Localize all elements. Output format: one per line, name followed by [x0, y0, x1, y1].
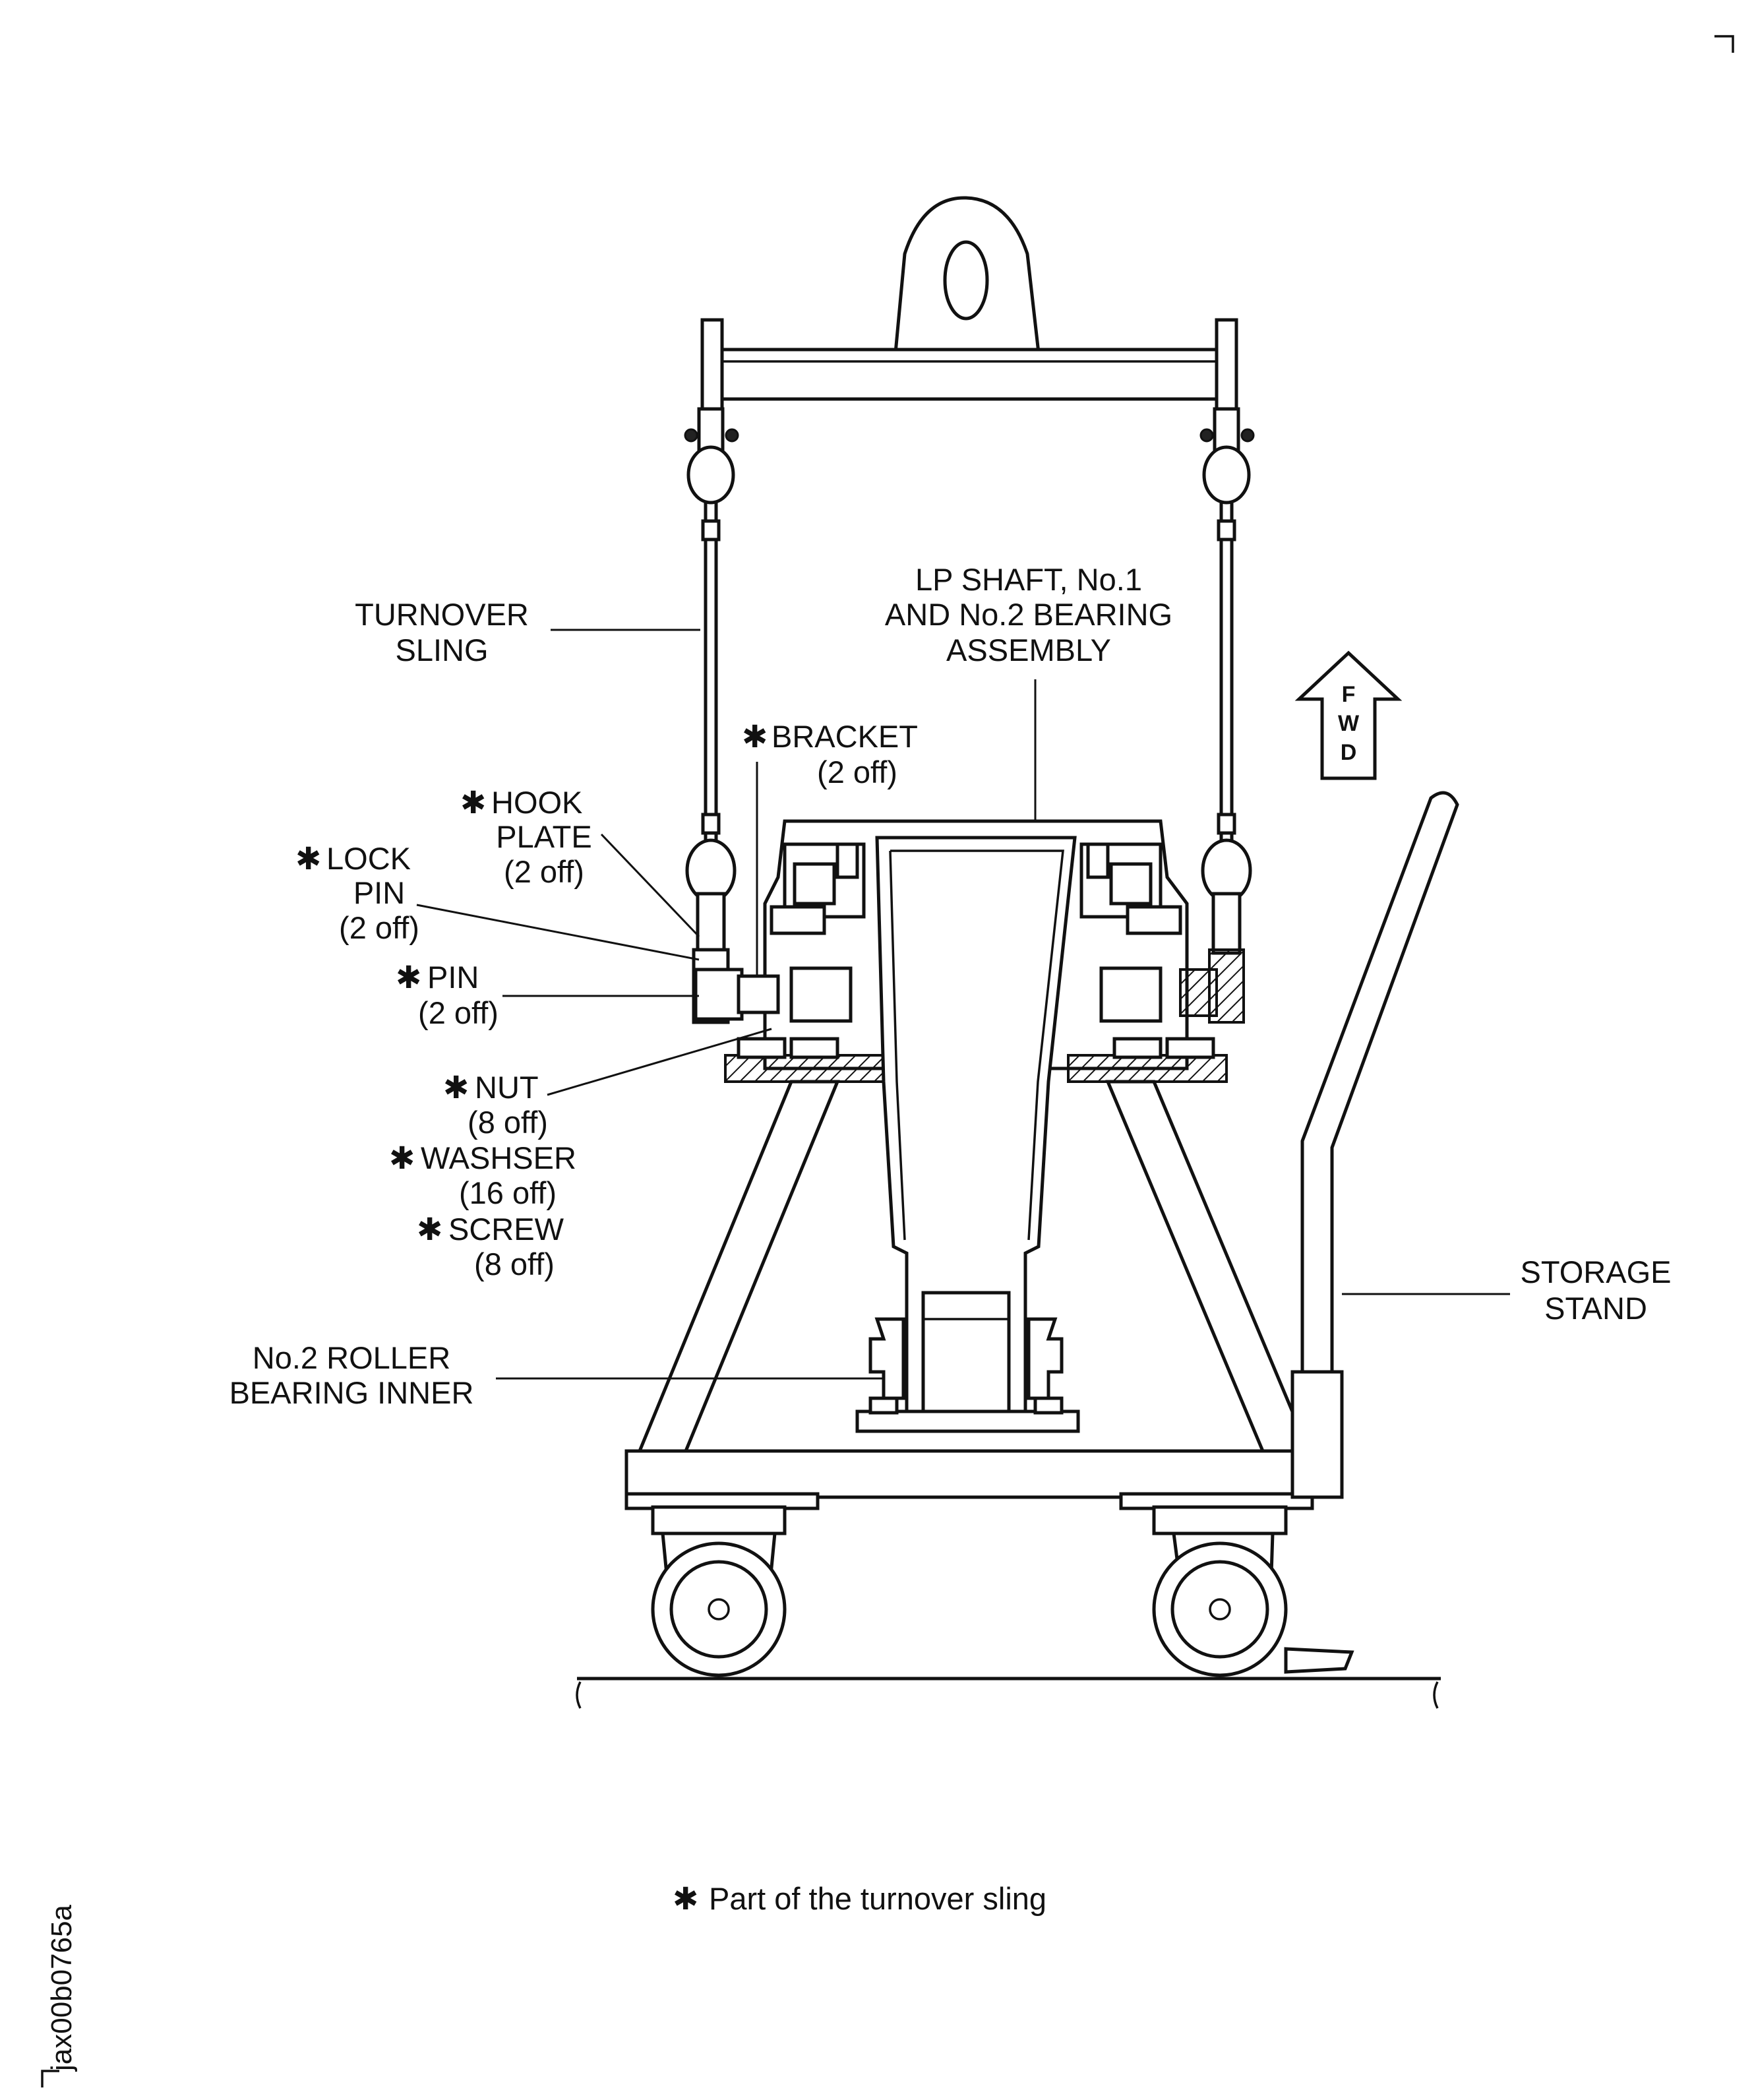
svg-text:No.2 ROLLER: No.2 ROLLER	[253, 1340, 450, 1375]
svg-text:LOCK: LOCK	[326, 841, 411, 876]
label-pin: ✱ PIN (2 off)	[396, 960, 499, 1030]
svg-text:ASSEMBLY: ASSEMBLY	[946, 633, 1111, 667]
svg-text:PLATE: PLATE	[496, 819, 591, 854]
label-washer: ✱ WASHSER (16 off)	[389, 1140, 576, 1210]
svg-text:LP SHAFT, No.1: LP SHAFT, No.1	[915, 562, 1142, 597]
svg-text:TURNOVER: TURNOVER	[355, 597, 529, 632]
svg-text:STAND: STAND	[1544, 1291, 1647, 1326]
svg-text:STORAGE: STORAGE	[1521, 1254, 1672, 1289]
floor	[576, 1677, 1441, 1709]
fwd-arrow-icon: F W D	[1294, 650, 1403, 780]
label-hook-plate: ✱ HOOK PLATE (2 off)	[460, 785, 592, 889]
label-turnover-sling: TURNOVER SLING	[355, 597, 529, 667]
label-lock-pin: ✱ LOCK PIN (2 off)	[295, 841, 419, 945]
lp-shaft-bearing-assembly	[694, 819, 1228, 1083]
roller-bearing-inner	[855, 1317, 1080, 1433]
footnote-text: Part of the turnover sling	[709, 1881, 1046, 1916]
fwd-letter-w: W	[1338, 711, 1360, 736]
right-sling	[1199, 407, 1255, 1024]
svg-text:PIN: PIN	[427, 960, 479, 995]
fwd-letter-d: D	[1341, 740, 1357, 765]
asterisk-icon: ✱	[295, 841, 321, 876]
asterisk-icon: ✱	[673, 1881, 698, 1916]
storage-stand	[624, 791, 1459, 1677]
label-screw: ✱ SCREW (8 off)	[417, 1212, 564, 1282]
svg-text:SLING: SLING	[395, 633, 488, 667]
svg-text:(2 off): (2 off)	[418, 995, 499, 1030]
asterisk-icon: ✱	[396, 960, 421, 995]
left-sling	[684, 407, 739, 1024]
corner-mark-bottom-left	[41, 2070, 59, 2087]
label-roller-bearing-inner: No.2 ROLLER BEARING INNER	[229, 1340, 474, 1410]
svg-text:AND No.2 BEARING: AND No.2 BEARING	[885, 597, 1172, 632]
label-nut: ✱ NUT (8 off)	[443, 1070, 548, 1140]
lifting-beam	[700, 196, 1238, 414]
svg-text:PIN: PIN	[353, 875, 405, 910]
svg-text:HOOK: HOOK	[491, 785, 582, 820]
svg-text:(2 off): (2 off)	[817, 755, 897, 789]
label-lp-shaft-assembly: LP SHAFT, No.1 AND No.2 BEARING ASSEMBLY	[885, 562, 1172, 667]
svg-text:(8 off): (8 off)	[474, 1247, 555, 1282]
asterisk-icon: ✱	[417, 1212, 442, 1247]
asterisk-icon: ✱	[389, 1140, 415, 1175]
asterisk-icon: ✱	[742, 719, 768, 754]
footnote: ✱ Part of the turnover sling	[673, 1881, 1046, 1916]
svg-text:SCREW: SCREW	[448, 1212, 564, 1247]
svg-text:NUT: NUT	[475, 1070, 539, 1105]
svg-text:BRACKET: BRACKET	[772, 719, 918, 754]
asterisk-icon: ✱	[443, 1070, 469, 1105]
svg-text:(2 off): (2 off)	[339, 910, 419, 945]
svg-text:(8 off): (8 off)	[468, 1105, 548, 1140]
reference-code: jax00b0765a	[45, 1904, 78, 2072]
label-storage-stand: STORAGE STAND	[1521, 1254, 1672, 1326]
svg-text:WASHSER: WASHSER	[421, 1140, 576, 1175]
label-bracket: ✱ BRACKET (2 off)	[742, 719, 918, 789]
corner-mark-top-right	[1714, 35, 1734, 53]
svg-text:(2 off): (2 off)	[504, 854, 584, 889]
leader-lines	[416, 629, 1510, 1380]
svg-text:BEARING INNER: BEARING INNER	[229, 1375, 474, 1410]
fwd-letter-f: F	[1342, 682, 1356, 707]
svg-text:(16 off): (16 off)	[459, 1175, 557, 1210]
asterisk-icon: ✱	[460, 785, 486, 820]
